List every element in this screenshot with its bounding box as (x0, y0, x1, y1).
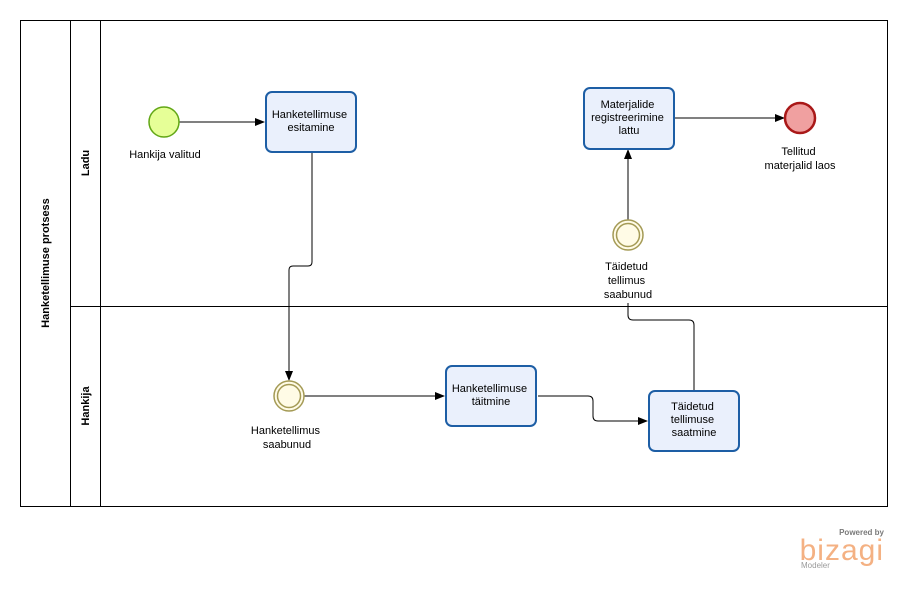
pool-title: Hanketellimuse protsess (40, 198, 52, 328)
flow-submit-to-received (285, 152, 313, 381)
task-submit-order-label: Hanketellimuse esitamine (272, 109, 350, 134)
end-event-label: Tellitud materjalid laos (765, 146, 836, 172)
bizagi-wordmark: bizagi (800, 534, 884, 567)
task-send-fulfilled[interactable] (648, 390, 740, 452)
start-event[interactable] (148, 106, 180, 138)
task-submit-order[interactable] (265, 91, 357, 153)
start-event-label: Hankija valitud (129, 149, 201, 161)
task-send-fulfilled-label: Täidetud tellimuse saatmine (671, 401, 717, 439)
intermediate-event-delivery[interactable] (612, 219, 644, 251)
flow-fulfil-to-send (538, 395, 648, 425)
end-event[interactable] (783, 101, 817, 135)
lane-label-ladu: Ladu (80, 150, 92, 176)
lane-label-hankija: Hankija (80, 386, 92, 426)
intermediate-event-order-label: Hanketellimus saabunud (251, 425, 323, 451)
pool-frame (20, 20, 888, 507)
powered-by-text: Powered by (839, 528, 884, 537)
modeler-text: Modeler (801, 561, 830, 570)
task-fulfil-order[interactable] (445, 365, 537, 427)
task-register-materials-label: Materjalide registreerimine lattu (591, 99, 667, 137)
task-fulfil-order-label: Hanketellimuse täitmine (452, 383, 530, 408)
intermediate-event-delivery-label: Täidetud tellimus saabunud (604, 261, 652, 301)
task-register-materials[interactable] (583, 87, 675, 150)
intermediate-event-order[interactable] (273, 380, 305, 412)
bizagi-logo: Powered by bizagi Modeler (800, 528, 885, 570)
flow-send-to-delivery (627, 303, 695, 390)
